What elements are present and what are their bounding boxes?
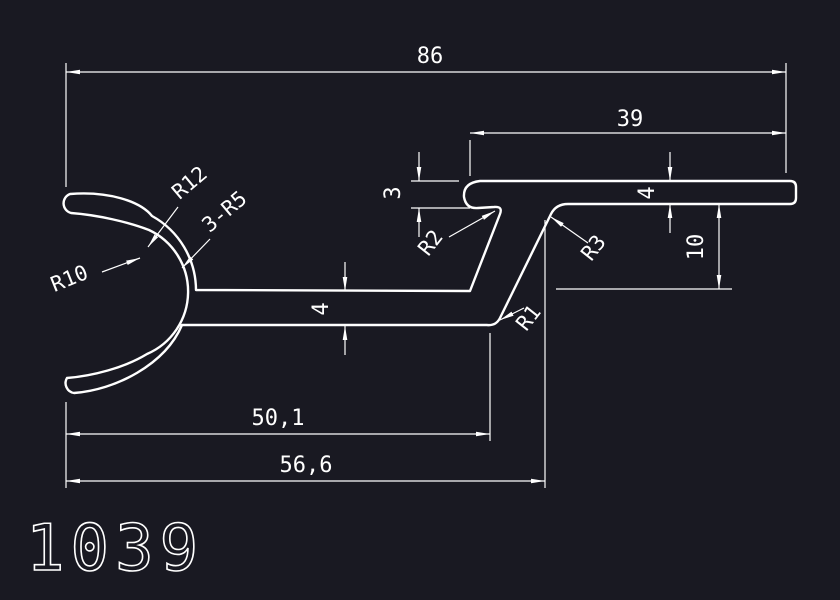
dimension-length-outer: 56,6 [66, 220, 546, 488]
leader-line [499, 307, 525, 321]
dimension-step-height: 10 [556, 204, 732, 290]
dim-label-length-outer: 56,6 [280, 453, 333, 478]
dim-label-web-thickness: 4 [309, 302, 334, 315]
dimension-r2: R2 [413, 210, 496, 260]
radius-label-3-r5: 3-R5 [197, 186, 251, 237]
dim-label-flange-width: 39 [617, 107, 644, 132]
dimension-length-inner: 50,1 [65, 333, 491, 488]
dim-label-flange-thickness: 4 [635, 186, 660, 199]
radius-label-r12: R12 [167, 161, 211, 204]
dim-label-lip-offset: 3 [381, 186, 406, 199]
part-number: 1039 [26, 512, 204, 586]
dim-label-length-inner: 50,1 [252, 406, 305, 431]
leader-line [101, 257, 141, 273]
dimension-3-r5: 3-R5 [181, 186, 252, 269]
radius-label-r10: R10 [47, 260, 91, 296]
leader-line [181, 238, 211, 269]
dim-label-step-height: 10 [684, 234, 709, 261]
leader-line [550, 216, 589, 244]
dimension-r3: R3 [550, 216, 611, 265]
dimension-lip-offset: 3 [381, 152, 470, 237]
dimension-r12: R12 [147, 161, 212, 248]
dimension-flange-width: 39 [469, 107, 786, 176]
radius-label-r1: R1 [511, 300, 545, 335]
radius-label-r3: R3 [576, 230, 610, 265]
dim-label-overall-width: 86 [417, 44, 444, 69]
dimension-overall-width: 86 [65, 44, 787, 187]
dimension-web-thickness: 4 [309, 262, 348, 355]
leader-line [448, 210, 496, 238]
dimension-flange-thickness: 4 [635, 152, 673, 233]
leader-line [147, 206, 179, 248]
dimension-r10: R10 [47, 257, 141, 297]
